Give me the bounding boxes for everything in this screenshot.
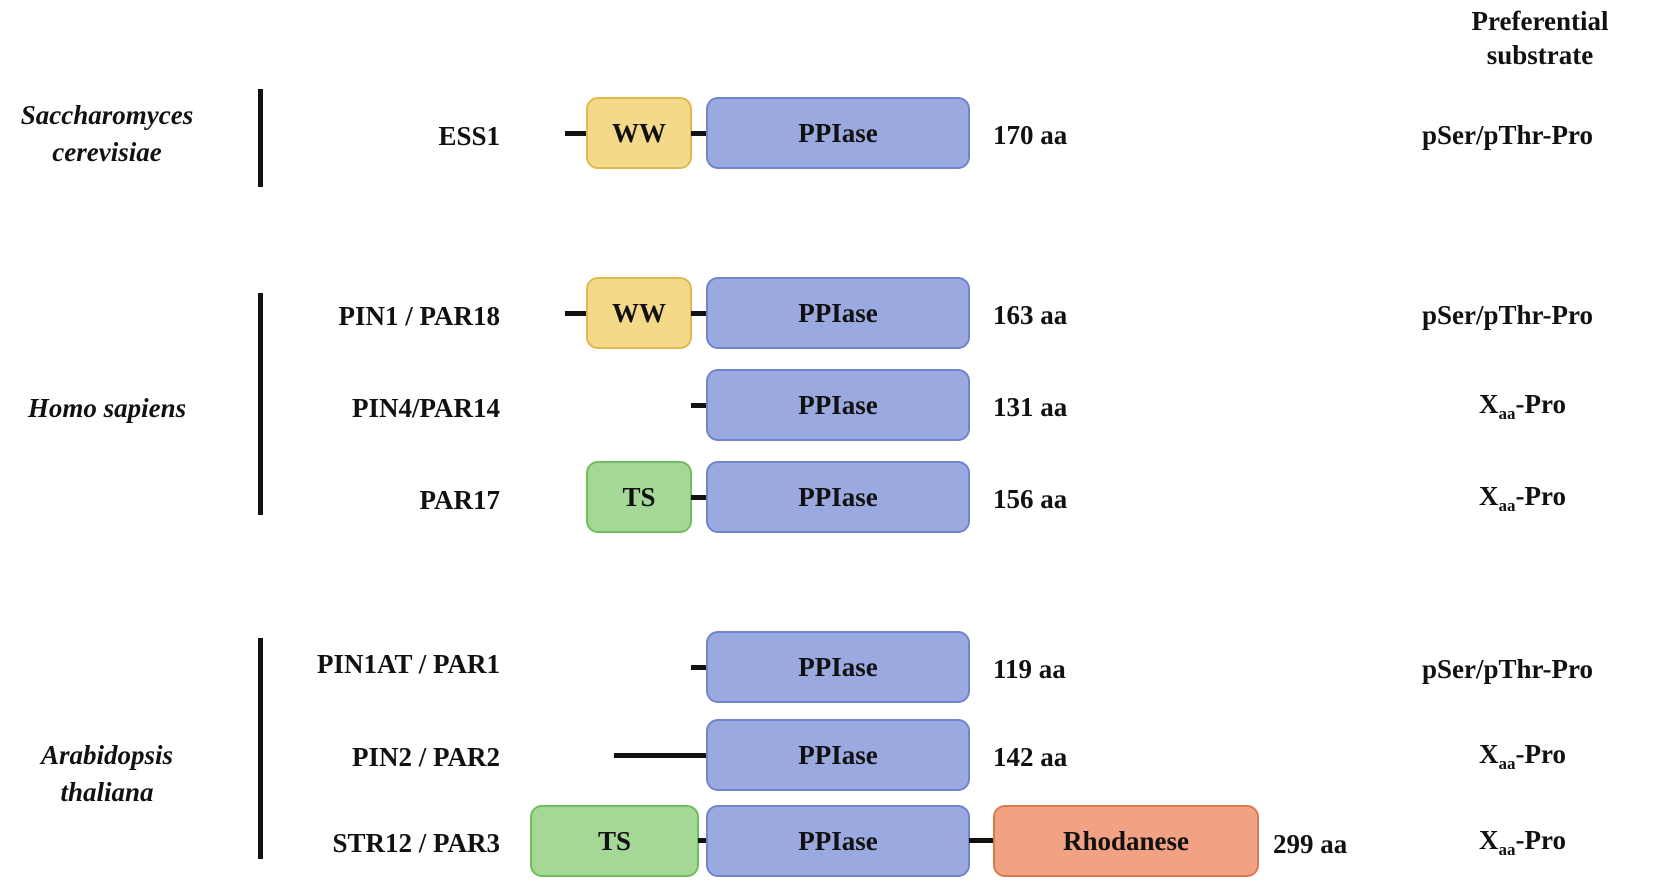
ppiase-domain-pin1: PPIase	[706, 277, 970, 349]
length-pin2: 142 aa	[993, 742, 1068, 772]
length-par17: 156 aa	[993, 484, 1068, 514]
ppiase-domain-pin2: PPIase	[706, 719, 970, 791]
ppiase-domain-str12: PPIase	[706, 805, 970, 877]
substrate-str12: Xaa-Pro	[1479, 825, 1566, 859]
length-pin1at: 119 aa	[993, 654, 1066, 684]
protein-name-par17: PAR17	[419, 485, 501, 515]
substrate-ess1: pSer/pThr-Pro	[1422, 120, 1594, 150]
ppiase-domain-ess1: PPIase	[706, 97, 970, 169]
bracket-human	[258, 293, 263, 515]
ts-domain-str12: TS	[530, 805, 699, 877]
substrate-header: Preferential substrate	[1440, 4, 1640, 72]
linker-pin1-mid	[691, 311, 707, 316]
ppiase-domain-par17: PPIase	[706, 461, 970, 533]
bracket-plant	[258, 638, 263, 859]
linker-ess1-nterm	[565, 131, 587, 136]
substrate-header-line2: substrate	[1486, 40, 1594, 70]
linker-par17-mid	[691, 495, 707, 500]
substrate-pin2: Xaa-Pro	[1479, 739, 1566, 773]
length-ess1: 170 aa	[993, 120, 1068, 150]
species-label-human: Homo sapiens	[27, 393, 187, 423]
linker-ess1-mid	[691, 131, 707, 136]
protein-name-pin1: PIN1 / PAR18	[338, 301, 501, 331]
linker-pin4-nterm	[691, 403, 707, 408]
substrate-par17: Xaa-Pro	[1479, 481, 1566, 515]
linker-pin1-nterm	[565, 311, 587, 316]
ww-domain-ess1: WW	[586, 97, 692, 169]
protein-name-pin2: PIN2 / PAR2	[352, 742, 500, 772]
length-pin1: 163 aa	[993, 300, 1068, 330]
ppiase-domain-pin1at: PPIase	[706, 631, 970, 703]
substrate-pin4: Xaa-Pro	[1479, 389, 1566, 423]
length-pin4: 131 aa	[993, 392, 1068, 422]
linker-pin2-nterm	[614, 753, 707, 758]
length-str12: 299 aa	[1273, 829, 1348, 859]
substrate-pin1: pSer/pThr-Pro	[1422, 300, 1594, 330]
bracket-yeast	[258, 89, 263, 187]
ppiase-domain-pin4: PPIase	[706, 369, 970, 441]
linker-pin1at-nterm	[691, 665, 707, 670]
protein-name-ess1: ESS1	[438, 121, 500, 151]
ww-domain-pin1: WW	[586, 277, 692, 349]
species-label-yeast: Saccharomyces cerevisiae	[20, 100, 194, 167]
substrate-pin1at: pSer/pThr-Pro	[1422, 654, 1594, 684]
substrate-header-line1: Preferential	[1471, 6, 1609, 36]
rhodanese-domain-str12: Rhodanese	[993, 805, 1259, 877]
protein-name-pin4: PIN4/PAR14	[352, 393, 500, 423]
protein-name-pin1at: PIN1AT / PAR1	[316, 649, 500, 679]
linker-str12-mid	[698, 838, 707, 843]
species-label-plant: Arabidopsis thaliana	[40, 740, 174, 807]
protein-name-str12: STR12 / PAR3	[332, 828, 500, 858]
linker-str12-cterm	[969, 838, 994, 843]
ts-domain-par17: TS	[586, 461, 692, 533]
